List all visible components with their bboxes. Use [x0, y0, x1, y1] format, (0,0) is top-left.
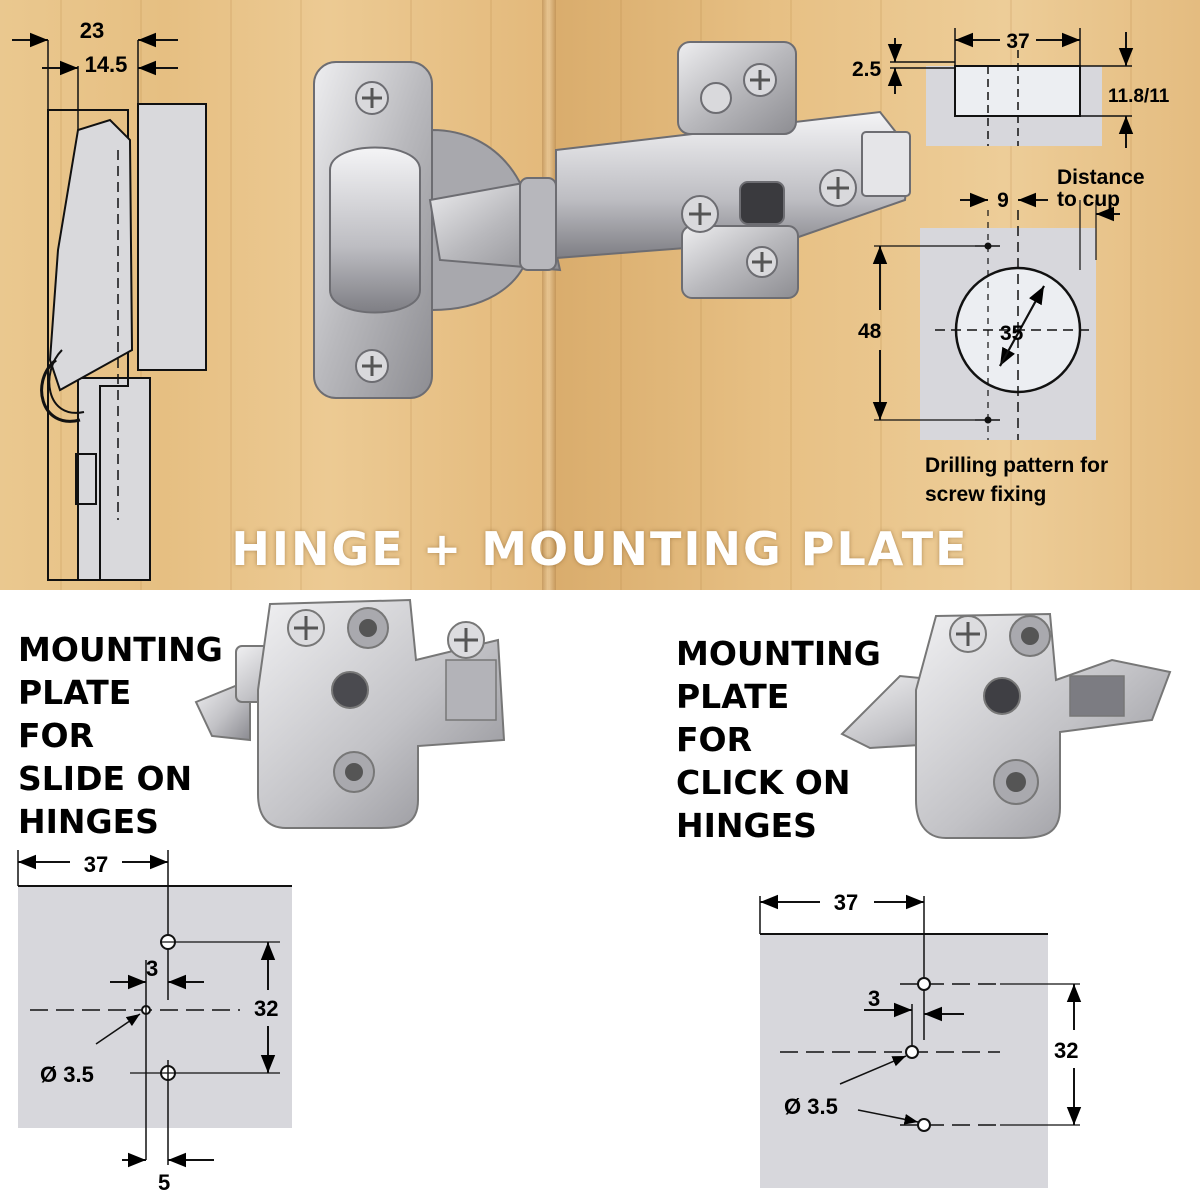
dim-14-5-label: 14.5 — [85, 52, 128, 77]
hinge-photo — [313, 41, 912, 399]
cup-depth-drawing: 37 2.5 11.8/11 — [852, 28, 1170, 148]
door-edge — [542, 0, 556, 590]
slide-on-plate-label: MOUNTING PLATE FOR SLIDE ON HINGES — [18, 628, 223, 843]
slide-on-plate-photo — [194, 598, 506, 829]
distance-to-cup-line-2: to cup — [1057, 188, 1120, 211]
click-width-label: 37 — [834, 890, 858, 915]
click-offset-label: 3 — [868, 986, 880, 1011]
click-label-line-2: PLATE — [676, 677, 790, 716]
click-label-line-4: CLICK ON — [676, 763, 851, 802]
dim-23-label: 23 — [80, 18, 104, 43]
click-label-line-5: HINGES — [676, 806, 817, 845]
slide-label-line-5: HINGES — [18, 802, 159, 841]
slide-label-line-1: MOUNTING — [18, 630, 223, 669]
slide-label-line-4: SLIDE ON — [18, 759, 193, 798]
click-label-line-1: MOUNTING — [676, 634, 881, 673]
click-spacing-label: 32 — [1054, 1038, 1078, 1063]
cup-width-label: 37 — [1006, 30, 1029, 53]
top-drawings: 23 14.5 — [12, 18, 1170, 581]
drilling-caption-line-2: screw fixing — [925, 483, 1046, 506]
slide-label-line-2: PLATE — [18, 673, 132, 712]
drilling-caption-line-1: Drilling pattern for — [925, 454, 1108, 477]
click-on-plate-photo — [840, 612, 1172, 839]
cup-depth-label: 11.8/11 — [1108, 86, 1170, 107]
screw-offset-label: 9 — [997, 189, 1009, 212]
click-label-line-3: FOR — [676, 720, 753, 759]
cup-drilling-drawing: 9 Distance to cup 48 35 Drilling pattern… — [858, 166, 1145, 506]
slide-label-line-3: FOR — [18, 716, 95, 755]
cup-offset-label: 2.5 — [852, 58, 882, 81]
slide-width-label: 37 — [84, 852, 108, 877]
click-on-drilling-drawing: 37 3 32 Ø 3.5 — [759, 890, 1082, 1188]
click-on-plate-label: MOUNTING PLATE FOR CLICK ON HINGES — [676, 632, 881, 847]
slide-spacing-label: 32 — [254, 996, 278, 1021]
cup-diameter-label: 35 — [1000, 322, 1024, 345]
distance-to-cup-line-1: Distance — [1057, 166, 1145, 189]
slide-bottom-label: 5 — [158, 1170, 170, 1195]
slide-on-drilling-drawing: 37 3 32 Ø 3.5 5 — [17, 850, 292, 1195]
main-title: HINGE + MOUNTING PLATE — [231, 522, 969, 576]
click-diameter-label: Ø 3.5 — [784, 1094, 838, 1119]
hinge-side-view-drawing: 23 14.5 — [12, 18, 207, 581]
cup-height-label: 48 — [858, 320, 882, 343]
slide-diameter-label: Ø 3.5 — [40, 1062, 94, 1087]
slide-offset-label: 3 — [146, 956, 158, 981]
bottom-drawings: 37 3 32 Ø 3.5 5 37 3 32 Ø 3.5 — [17, 598, 1172, 1195]
